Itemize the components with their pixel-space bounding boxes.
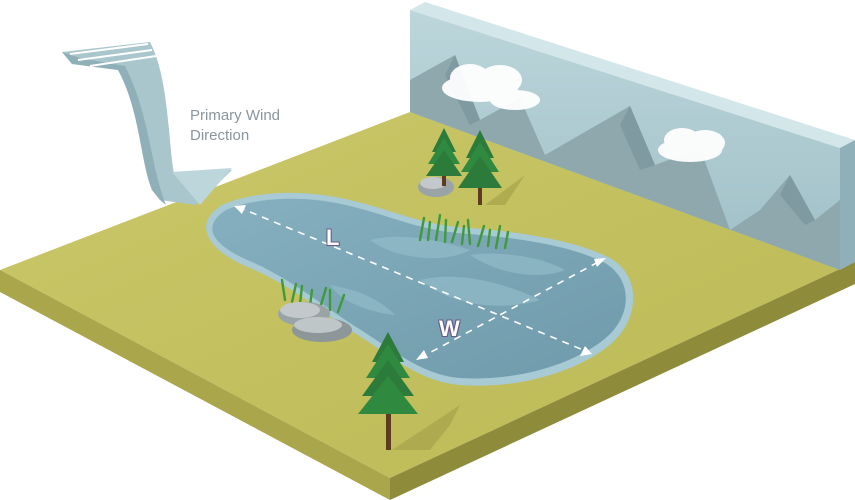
grass-clump — [280, 278, 346, 314]
rock — [418, 177, 454, 197]
tree-shadow — [392, 175, 525, 450]
wind-arrow — [62, 42, 232, 205]
wind-arrow-side — [62, 52, 166, 205]
width-arrowhead — [416, 350, 428, 360]
mountain-shade — [620, 106, 655, 170]
water-highlights — [330, 236, 565, 315]
wall-side — [840, 140, 855, 270]
wind-arrow-head — [172, 168, 232, 205]
backdrop-wall — [410, 2, 855, 270]
mountain-shade — [780, 175, 815, 225]
cloud — [658, 128, 725, 162]
grass-clump — [418, 213, 510, 250]
wind-label-line2: Direction — [190, 127, 250, 144]
pine-tree — [358, 332, 418, 450]
ground-left-side — [0, 270, 390, 500]
length-arrowhead — [580, 346, 592, 356]
ground-right-side — [390, 262, 855, 500]
pine-tree — [426, 128, 462, 186]
pine-tree — [458, 130, 502, 205]
wind-arrow-body — [62, 42, 232, 205]
wall-top — [410, 2, 855, 148]
length-label: L — [326, 225, 340, 250]
pond-water — [212, 198, 626, 379]
length-arrowhead — [234, 205, 246, 214]
width-dimension-line — [419, 259, 603, 359]
wind-direction-label: Primary Wind Direction — [190, 106, 330, 146]
width-arrowhead — [594, 258, 606, 267]
wind-label-line1: Primary Wind — [190, 107, 281, 124]
rocks — [278, 302, 352, 342]
pond — [206, 192, 634, 386]
width-label: W — [439, 316, 460, 341]
length-dimension-line — [237, 206, 589, 353]
cloud — [442, 64, 540, 110]
